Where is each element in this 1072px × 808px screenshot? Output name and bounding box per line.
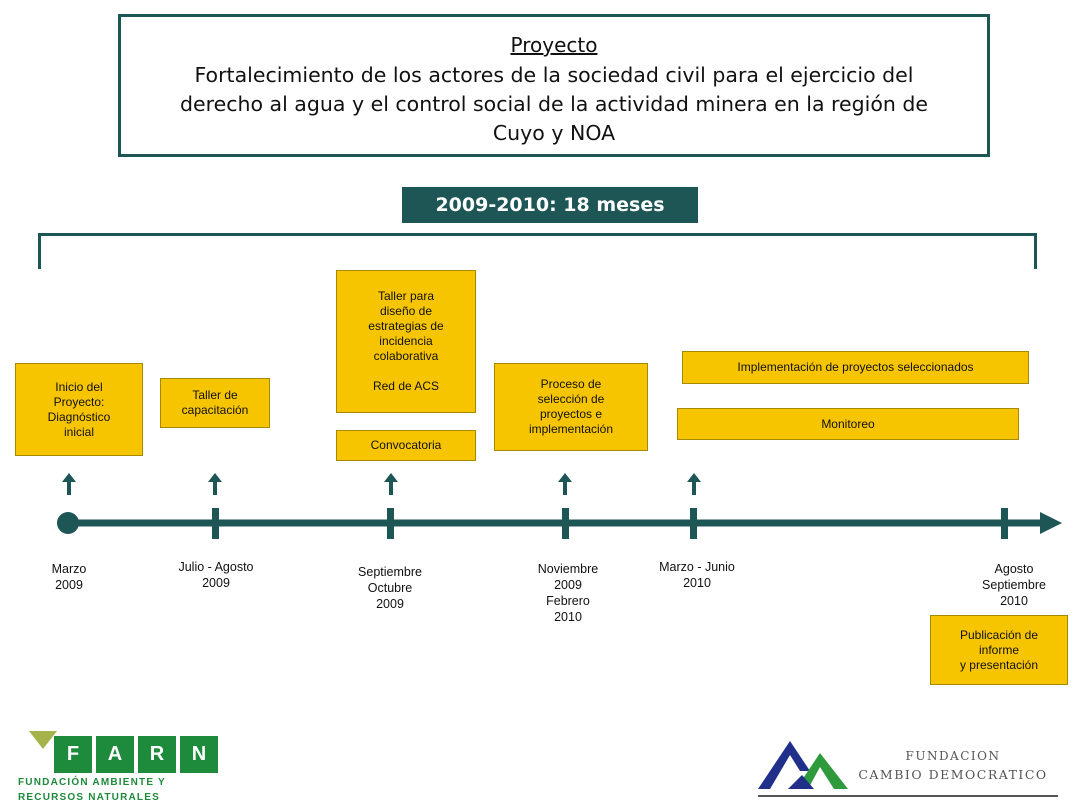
farn-name-line2: RECURSOS NATURALES	[18, 792, 160, 803]
project-title: Fortalecimiento de los actores de la soc…	[179, 63, 929, 145]
farn-letter: F	[54, 736, 92, 773]
box-monitoreo: Monitoreo	[677, 408, 1019, 440]
fcd-name-line1: FUNDACION	[905, 749, 1001, 763]
up-arrow-icon	[558, 473, 572, 495]
date-sept-oct-2009: Septiembre Octubre 2009	[358, 565, 422, 611]
project-title-box: Proyecto Fortalecimiento de los actores …	[118, 14, 990, 157]
date-marzo-junio-2010: Marzo - Junio 2010	[659, 560, 735, 590]
up-arrow-icon	[62, 473, 76, 495]
date-julio-agosto-2009: Julio - Agosto 2009	[178, 560, 254, 590]
box-proceso-seleccion: Proceso de selección de proyectos e impl…	[494, 363, 648, 451]
box-implementacion: Implementación de proyectos seleccionado…	[682, 351, 1029, 384]
timeline-arrowhead	[1040, 512, 1062, 534]
timeline-tick	[690, 508, 697, 539]
box-convocatoria: Convocatoria	[336, 430, 476, 461]
duration-banner: 2009-2010: 18 meses	[402, 187, 698, 223]
project-heading: Proyecto	[510, 33, 598, 57]
farn-logo: F A R N FUNDACIÓN AMBIENTE Y RECURSOS NA…	[17, 731, 237, 808]
timeline-start-dot	[57, 512, 79, 534]
timeline-tick	[1001, 508, 1008, 539]
box-inicio: Inicio del Proyecto: Diagnóstico inicial	[15, 363, 143, 456]
fcd-name-line2: CAMBIO DEMOCRATICO	[858, 767, 1048, 782]
fcd-logo: FUNDACION CAMBIO DEMOCRATICO	[758, 735, 1058, 801]
mountain-icon	[758, 741, 848, 789]
fcd-underline	[758, 795, 1058, 797]
period-bracket	[38, 233, 1037, 269]
date-marzo-2009: Marzo 2009	[51, 562, 87, 592]
box-taller-capacitacion: Taller de capacitación	[160, 378, 270, 428]
timeline-tick	[387, 508, 394, 539]
timeline-tick	[562, 508, 569, 539]
farn-name-line1: FUNDACIÓN AMBIENTE Y	[18, 777, 166, 788]
up-arrow-icon	[208, 473, 222, 495]
box-taller-estrategias: Taller para diseño de estrategias de inc…	[336, 270, 476, 413]
date-ago-sept-2010: Agosto Septiembre 2010	[982, 562, 1046, 608]
box-publicacion: Publicación de informe y presentación	[930, 615, 1068, 685]
date-nov-feb: Noviembre 2009 Febrero 2010	[537, 562, 599, 624]
farn-letter: A	[96, 736, 134, 773]
farn-leaf-icon	[29, 731, 57, 749]
timeline-tick	[212, 508, 219, 539]
up-arrow-icon	[384, 473, 398, 495]
farn-letter: N	[180, 736, 218, 773]
farn-letter: R	[138, 736, 176, 773]
up-arrow-icon	[687, 473, 701, 495]
